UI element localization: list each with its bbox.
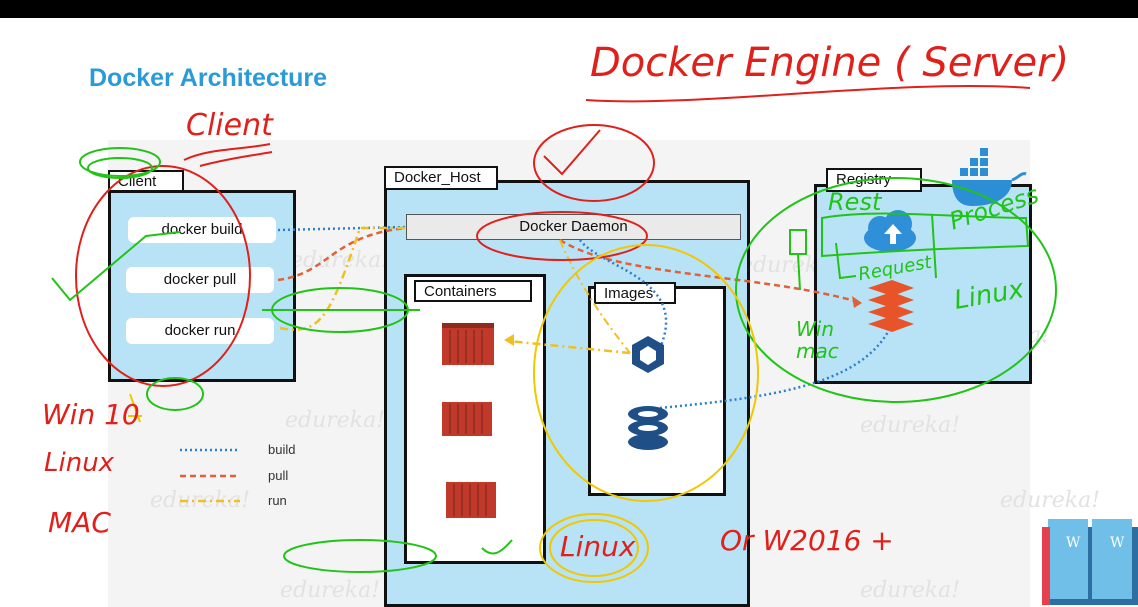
pull-arrow-registry [559,238,863,305]
legend-pull-label: pull [268,468,289,483]
docker-host-label: Docker_Host [384,166,498,190]
image-stack-icon [628,406,668,450]
container-icon-2 [442,402,492,436]
images-label: Images [594,282,676,304]
green-ink-annotations [51,147,1057,573]
watermark-text: edureka! [860,413,961,438]
image-hexagon-icon [632,336,664,373]
watermark-text: edureka! [285,408,386,433]
watermark-text: edureka! [290,248,391,273]
run-arrow-container [507,339,631,355]
watermark-text: edureka! [860,578,961,603]
images-panel [588,286,726,496]
handwritten-mac: MAC [48,506,111,539]
handwritten-or: Or W2016 + [720,524,894,557]
handwritten-client: Client [186,108,273,143]
watermark-text: edureka! [1000,488,1101,513]
handwritten-rest: Rest [828,188,882,216]
container-icon-3 [446,482,496,518]
handwritten-linux-bottom: Linux [560,530,636,563]
run-arrow-client [279,226,406,331]
handwritten-engine: Docker Engine ( Server) [590,40,1070,86]
cloud-upload-icon [864,210,916,252]
registry-layers-icon [868,280,914,332]
build-arrow-image [578,239,668,349]
slide-title: Docker Architecture [89,64,328,92]
docker-run-command: docker run [126,318,274,344]
container-icon-1 [442,323,494,365]
yellow-ink-annotations [128,244,759,583]
docker-build-command: docker build [128,217,276,243]
handwritten-linux-left: Linux [44,448,115,478]
slide: edureka! edureka! edureka! edureka! edureka!… [0,18,1138,607]
handwritten-win-mac: Win mac [796,317,839,363]
svg-text:W: W [1066,535,1081,551]
legend-build-label: build [268,442,296,457]
diagram-graphics [51,84,1057,583]
book-logo: W W [1042,519,1138,605]
pull-arrow-client [277,226,407,282]
svg-text:W: W [1110,535,1125,551]
docker-whale-icon [952,148,1027,206]
handwritten-win: Win 10 [42,398,140,431]
docker-daemon: Docker Daemon [406,214,741,240]
red-ink-annotations [75,84,1031,387]
containers-label: Containers [414,280,532,302]
legend-run-label: run [268,493,287,508]
watermark-text: edureka! [280,578,381,603]
